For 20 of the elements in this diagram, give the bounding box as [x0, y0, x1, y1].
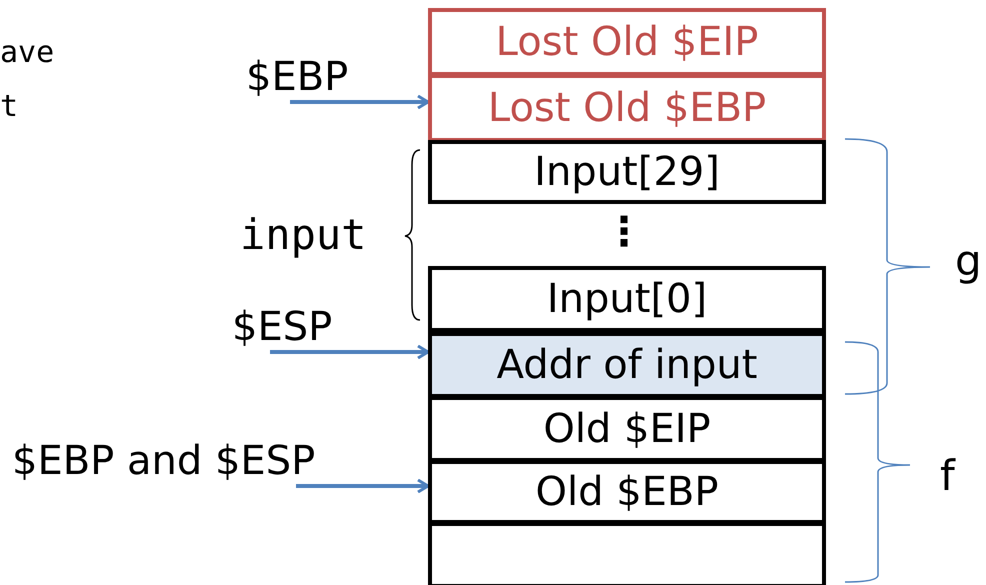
stack-slot: Lost Old $EBP [428, 74, 826, 142]
cut-off-text: ave [0, 38, 54, 68]
stack-slot: Input[0] [428, 266, 826, 332]
stack-slot [428, 522, 826, 585]
brace-label: g [955, 240, 982, 282]
stack-slot: Lost Old $EIP [428, 8, 826, 76]
stack-slot: Old $EIP [428, 396, 826, 462]
pointer-arrow [296, 478, 430, 494]
stack-slot: Old $EBP [428, 460, 826, 524]
register-label: $EBP and $ESP [12, 438, 382, 484]
register-label: $EBP [246, 54, 376, 100]
ellipsis-dots: ⋮ [604, 212, 644, 252]
cut-off-text: t [0, 92, 18, 122]
brace-label: input [240, 214, 366, 256]
brace-label: f [940, 455, 955, 497]
pointer-arrow [290, 94, 430, 110]
stack-slot: Addr of input [428, 332, 826, 398]
pointer-arrow [270, 344, 430, 360]
register-label: $ESP [232, 304, 356, 350]
stack-slot: Input[29] [428, 140, 826, 204]
